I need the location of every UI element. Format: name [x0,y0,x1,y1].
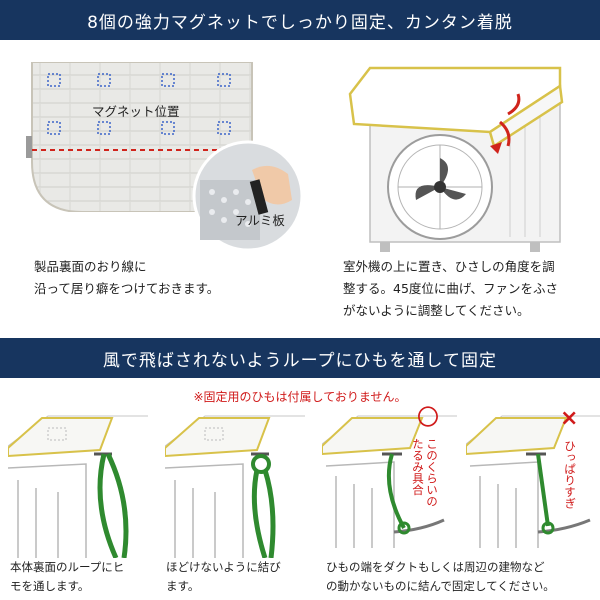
ok-text: このくらいの たるみ具合 [411,438,439,507]
aluminum-zoom-illustration [192,140,304,252]
top-banner: 8個の強力マグネットでしっかり固定、カンタン着脱 [0,0,600,40]
step1-svg [7,415,148,560]
magnet-position-label: マグネット位置 [92,104,180,119]
right-caption: 室外機の上に置き、ひさしの角度を調 整する。45度位に曲げ、ファンをふさ がない… [343,259,559,318]
ng-text: ひっぱりすぎ [563,440,577,509]
step3-illustration [321,408,457,553]
aluminum-zoom-svg [192,140,304,252]
aluminum-label: アルミ板 [235,213,285,228]
left-caption: 製品裏面のおり線に 沿って居り癖をつけておきます。 [34,259,220,296]
step4-svg [465,415,600,548]
top-banner-text: 8個の強力マグネットでしっかり固定、カンタン着脱 [87,12,513,33]
bottom-banner: 風で飛ばされないようループにひもを通して固定 [0,338,600,378]
step4-illustration [465,408,600,553]
step2-illustration [164,408,305,559]
step1-illustration [7,408,148,560]
step3-svg [321,415,457,548]
step2-caption: ほどけないように結び ます。 [166,560,281,593]
ok-mark: 〇 [417,406,440,431]
steps34-caption: ひもの端をダクトもしくは周辺の建物など の動かないものに結んで固定してください。 [326,560,555,593]
note-text: ※固定用のひもは付属しておりません。 [193,390,407,404]
bottom-banner-text: 風で飛ばされないようループにひもを通して固定 [102,350,498,371]
outdoor-unit-svg [348,66,564,252]
ng-mark: × [560,406,579,431]
step2-svg [164,415,305,559]
step1-caption: 本体裏面のループにヒ モを通します。 [10,560,125,593]
outdoor-unit-illustration [340,62,580,262]
